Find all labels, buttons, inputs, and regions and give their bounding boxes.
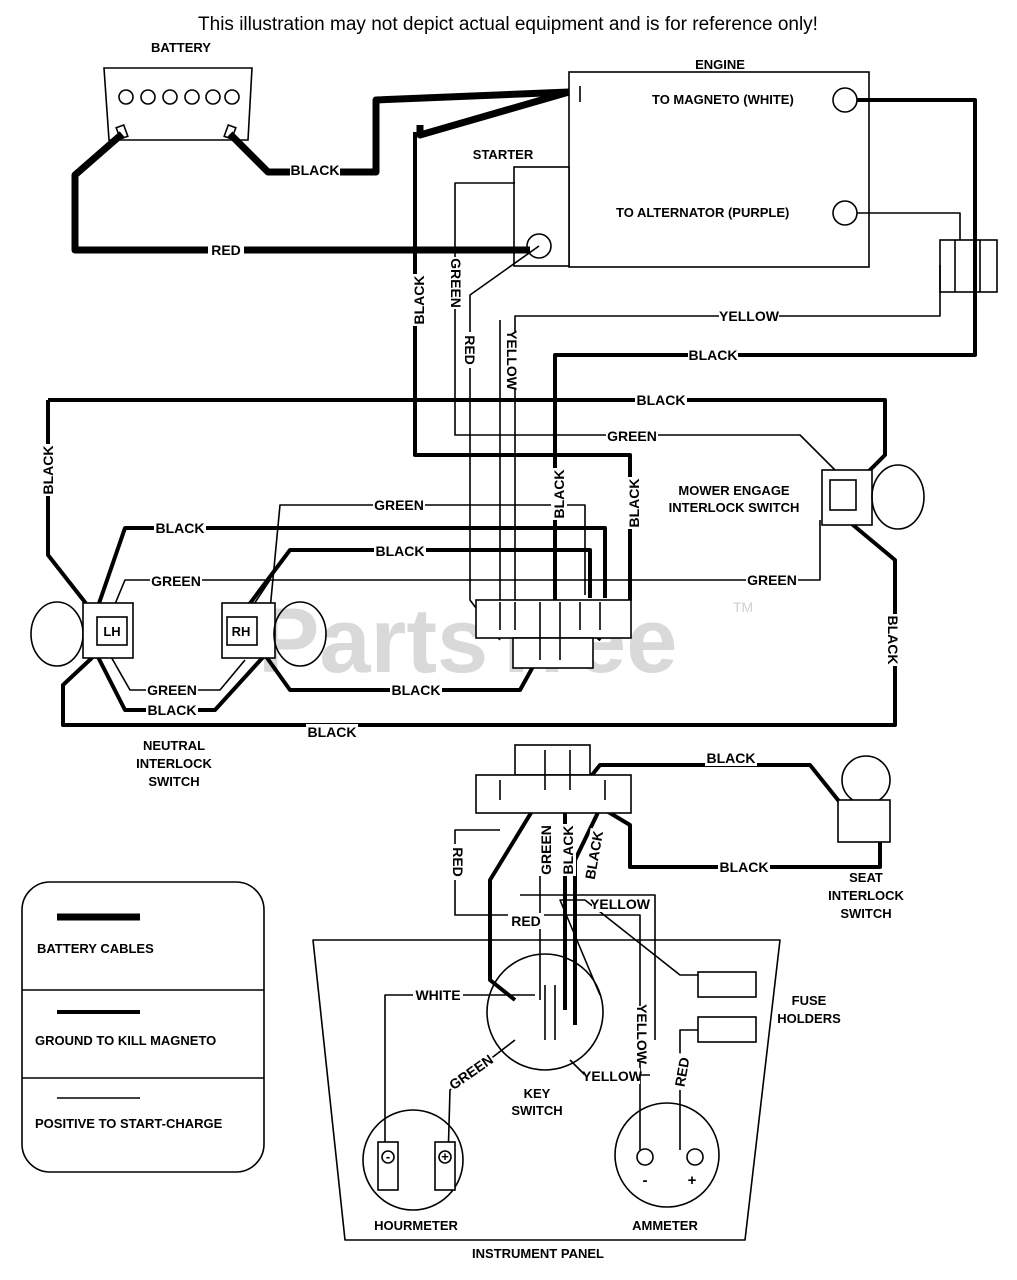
key-switch-connector xyxy=(475,744,632,814)
wire-label-yellow: YELLOW xyxy=(504,330,520,391)
mower-engage-label-1: MOWER ENGAGE xyxy=(678,483,790,498)
wire-label-black: BLACK xyxy=(156,520,205,536)
to-alternator-label: TO ALTERNATOR (PURPLE) xyxy=(616,205,789,220)
disclaimer-text: This illustration may not depict actual … xyxy=(198,14,818,35)
engine-label: ENGINE xyxy=(695,57,745,72)
wire-label-yellow: YELLOW xyxy=(590,896,651,912)
instrument-panel: INSTRUMENT PANEL KEY SWITCH - + HOURMETE… xyxy=(312,939,781,1261)
neutral-label-1: NEUTRAL xyxy=(143,738,205,753)
wire-label-green: GREEN xyxy=(607,428,657,444)
wire-label-black: BLACK xyxy=(411,276,427,325)
wire-label-green: GREEN xyxy=(448,258,464,308)
fuse-holders-label-1: FUSE xyxy=(792,993,827,1008)
battery-label: BATTERY xyxy=(151,40,211,55)
wire-label-black: BLACK xyxy=(689,347,738,363)
wire-label-black: BLACK xyxy=(392,682,441,698)
wire-label-yellow: YELLOW xyxy=(582,1068,643,1084)
starter-label: STARTER xyxy=(473,147,534,162)
lh-label: LH xyxy=(103,624,120,639)
legend-ground: GROUND TO KILL MAGNETO xyxy=(35,1033,216,1048)
seat-label-3: SWITCH xyxy=(840,906,891,921)
watermark-tm: TM xyxy=(733,599,753,615)
wire-label-black: BLACK xyxy=(560,826,576,875)
wire-label-green: GREEN xyxy=(374,497,424,513)
neutral-label-2: INTERLOCK xyxy=(136,756,212,771)
wire-label-black: BLACK xyxy=(551,470,567,519)
wire-label-green: GREEN xyxy=(747,572,797,588)
legend-positive: POSITIVE TO START-CHARGE xyxy=(35,1116,223,1131)
legend-battery-cables: BATTERY CABLES xyxy=(37,941,154,956)
wire-labels: BLACK RED YELLOW BLACK BLACK GREEN GREEN… xyxy=(146,162,798,1084)
wire-label-black: BLACK xyxy=(376,543,425,559)
wire-label-red: RED xyxy=(450,847,466,877)
seat-interlock-switch: SEAT INTERLOCK SWITCH xyxy=(828,755,905,921)
wire-label-black: BLACK xyxy=(148,702,197,718)
battery: BATTERY xyxy=(103,40,253,141)
instrument-panel-label: INSTRUMENT PANEL xyxy=(472,1246,604,1261)
wire-label-yellow: YELLOW xyxy=(719,308,780,324)
wire-label-red: RED xyxy=(462,335,478,365)
mower-engage-label-2: INTERLOCK SWITCH xyxy=(669,500,800,515)
mower-engage-interlock-switch: MOWER ENGAGE INTERLOCK SWITCH xyxy=(669,464,925,530)
ammeter-minus: - xyxy=(643,1172,648,1189)
neutral-label-3: SWITCH xyxy=(148,774,199,789)
wire-label-red: RED xyxy=(511,913,541,929)
engine: ENGINE TO MAGNETO (WHITE) TO ALTERNATOR … xyxy=(473,57,870,268)
hourmeter-plus: + xyxy=(441,1149,449,1164)
ammeter-label: AMMETER xyxy=(632,1218,698,1233)
fuse-holders-label-2: HOLDERS xyxy=(777,1011,841,1026)
wire-label-black: BLACK xyxy=(291,162,340,178)
wire-label-black: BLACK xyxy=(707,750,756,766)
wire-label-green: GREEN xyxy=(147,682,197,698)
seat-label-2: INTERLOCK xyxy=(828,888,904,903)
rh-label: RH xyxy=(232,624,251,639)
wire-labels-vertical: GREEN BLACK RED YELLOW BLACK BLACK BLACK xyxy=(40,257,901,1094)
ammeter-plus: + xyxy=(688,1172,697,1189)
wire-label-green: GREEN xyxy=(538,825,554,875)
wire-label-black: BLACK xyxy=(720,859,769,875)
wire-label-black: BLACK xyxy=(626,479,642,528)
wire-label-white: WHITE xyxy=(415,987,460,1003)
neutral-interlock-switch: LH RH NEUTRAL INTERLOCK SWITCH xyxy=(30,601,327,789)
legend: BATTERY CABLES GROUND TO KILL MAGNETO PO… xyxy=(21,881,265,1173)
key-switch-label-1: KEY xyxy=(524,1086,551,1101)
to-magneto-label: TO MAGNETO (WHITE) xyxy=(652,92,794,107)
wire-label-black: BLACK xyxy=(40,446,56,495)
wire-label-green: GREEN xyxy=(151,573,201,589)
central-connector xyxy=(475,599,632,669)
wire-label-black: BLACK xyxy=(637,392,686,408)
hourmeter-minus: - xyxy=(386,1149,390,1164)
wire-label-black: BLACK xyxy=(885,616,901,665)
wire-label-black: BLACK xyxy=(308,724,357,740)
wire-label-red: RED xyxy=(672,1056,693,1088)
wire-label-red: RED xyxy=(211,242,241,258)
connector xyxy=(939,239,998,293)
wire-label-green: GREEN xyxy=(446,1051,496,1093)
seat-label-1: SEAT xyxy=(849,870,883,885)
wire-label-yellow: YELLOW xyxy=(634,1004,650,1065)
key-switch-label-2: SWITCH xyxy=(511,1103,562,1118)
hourmeter-label: HOURMETER xyxy=(374,1218,458,1233)
